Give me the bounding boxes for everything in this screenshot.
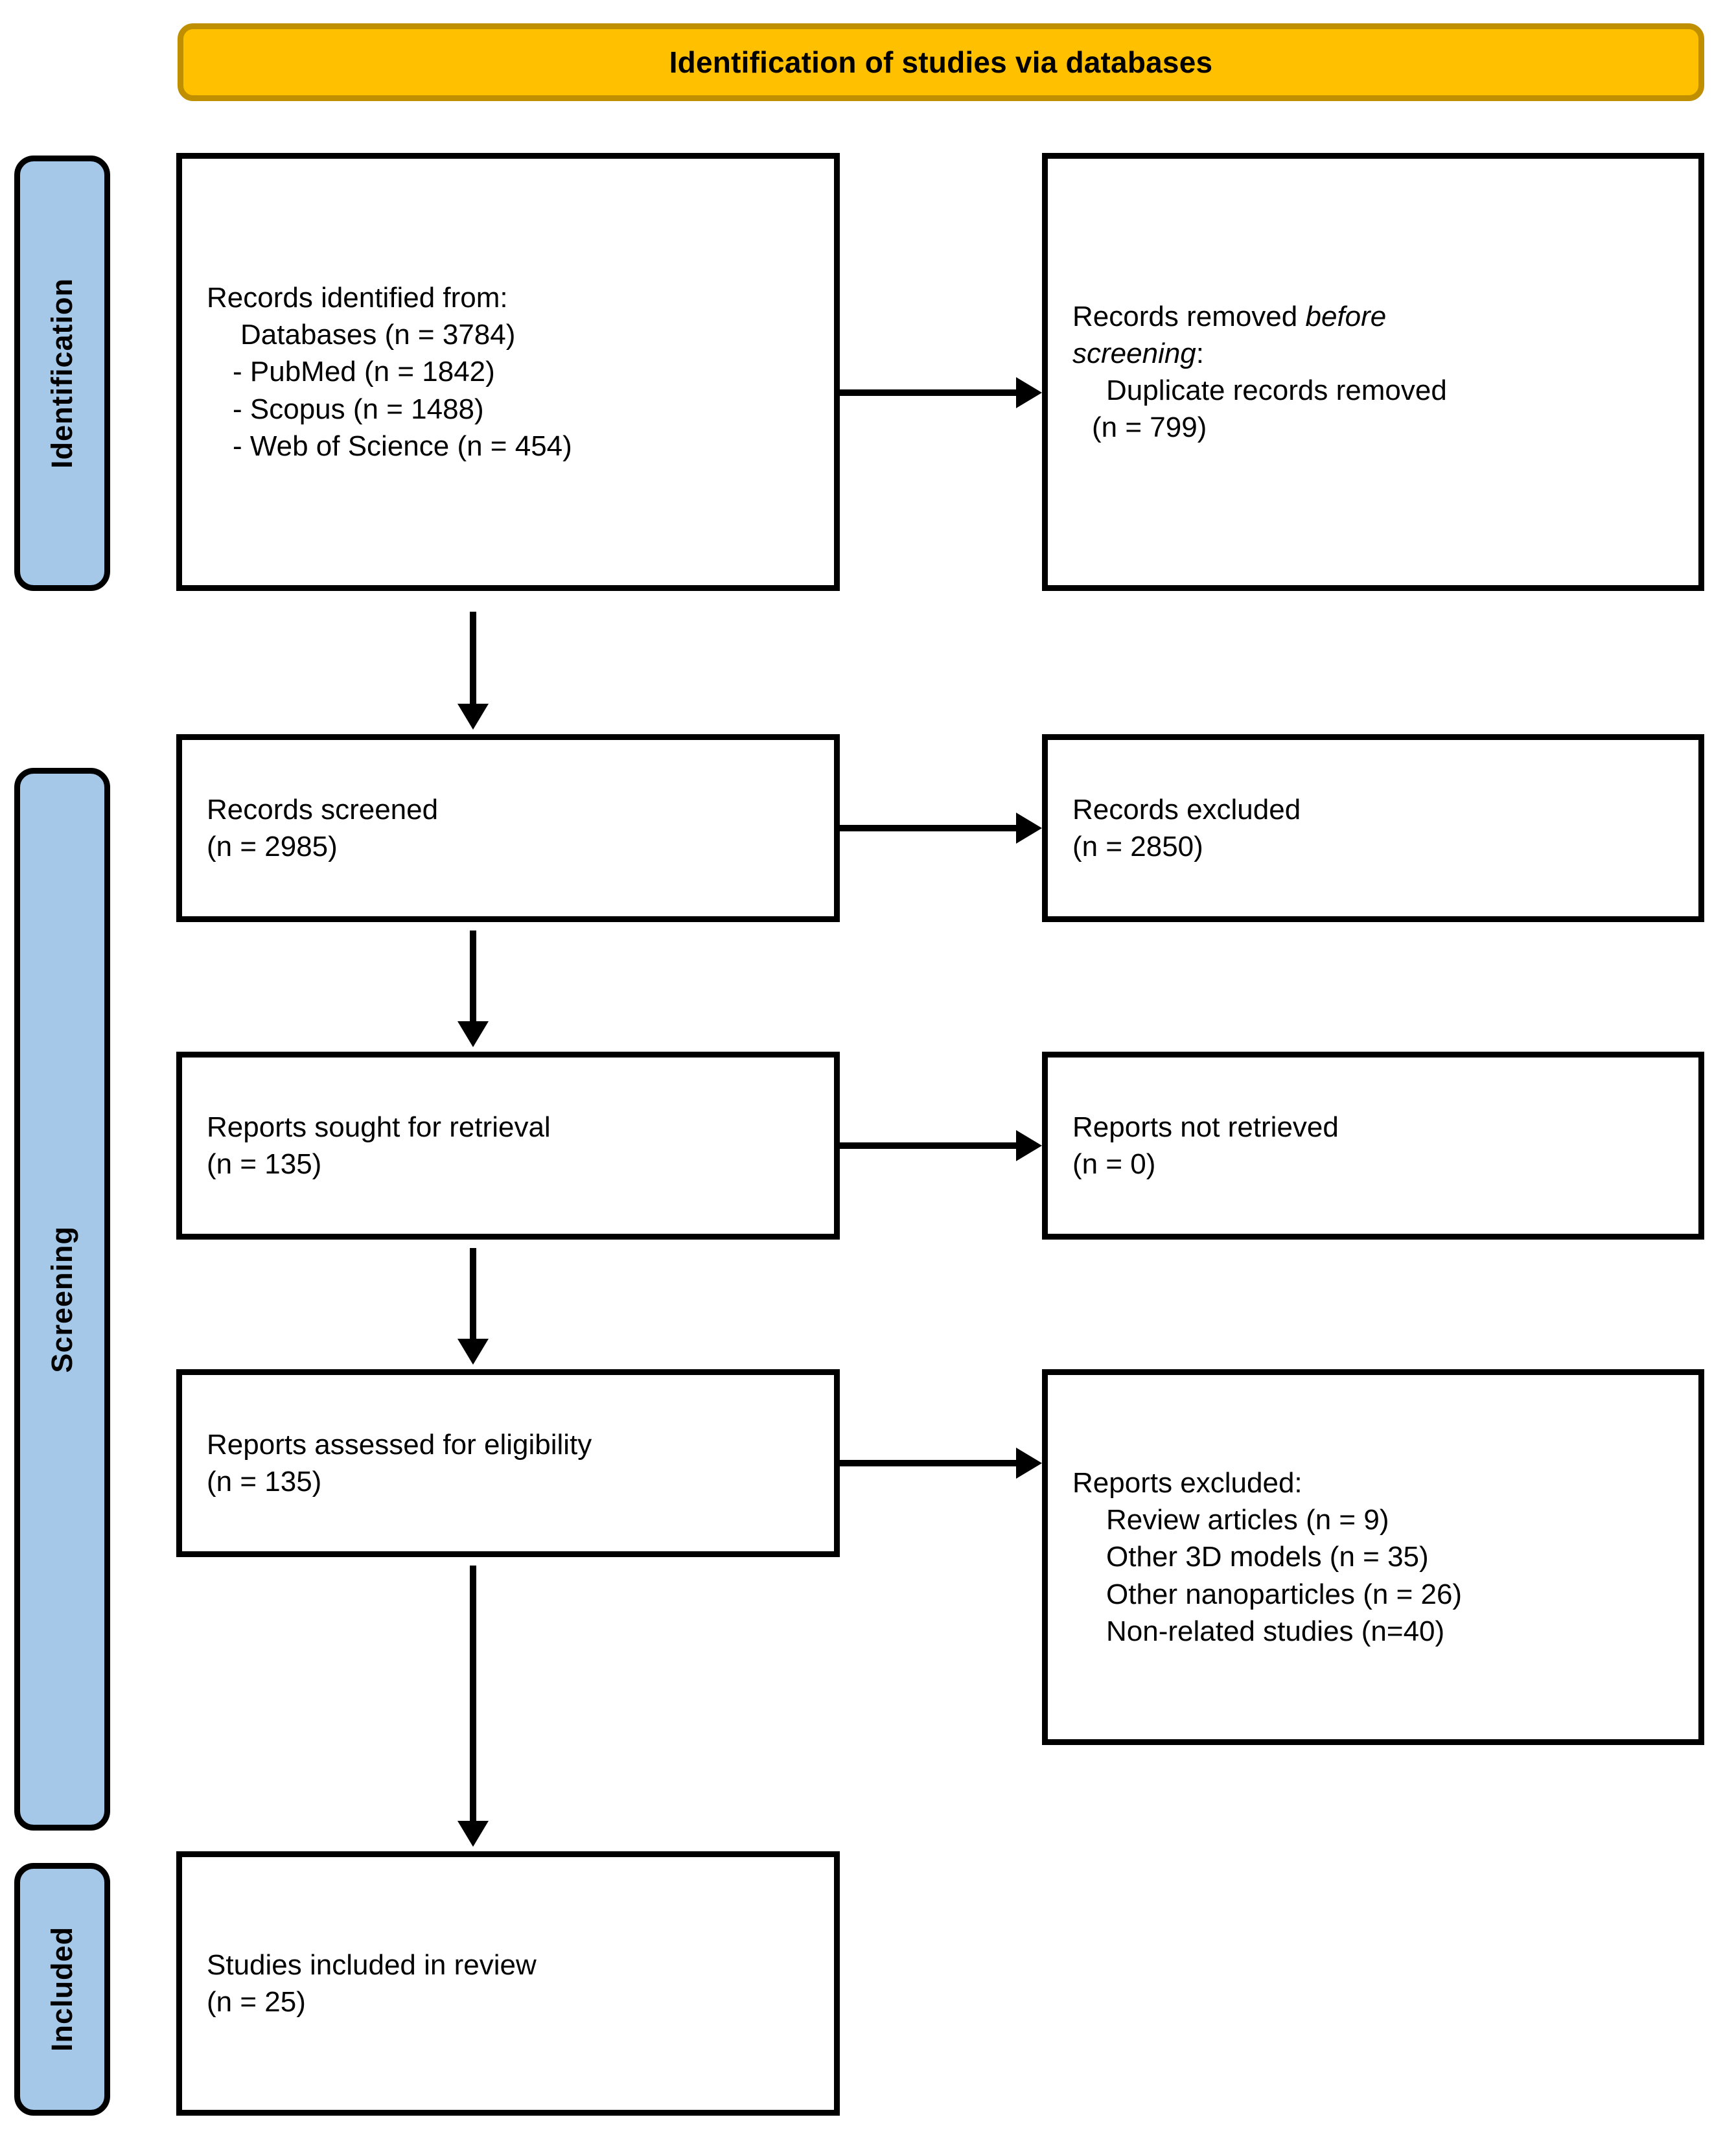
- reports-assessed-label: Reports assessed for eligibility: [207, 1428, 592, 1461]
- arrow-assessed-to-included: [457, 1566, 489, 1847]
- arrow-shaft: [840, 389, 1016, 396]
- reports-assessed-count: (n = 135): [207, 1466, 322, 1497]
- arrow-shaft: [470, 1248, 476, 1339]
- stage-bar-included: Included: [14, 1863, 110, 2116]
- box-records-screened: Records screened (n = 2985): [176, 734, 840, 922]
- records-identified-heading: Records identified from:: [207, 282, 508, 314]
- arrow-screened-to-excluded: [840, 813, 1042, 844]
- reports-excluded-heading: Reports excluded:: [1072, 1467, 1302, 1499]
- arrow-head-right-icon: [1016, 1130, 1042, 1161]
- reports-excluded-reason-review-articles: Review articles (n = 9): [1106, 1504, 1389, 1536]
- identification-header-banner: Identification of studies via databases: [178, 23, 1704, 101]
- stage-label-screening: Screening: [45, 1225, 78, 1373]
- arrow-head-down-icon: [457, 1821, 489, 1847]
- arrow-identified-to-removed: [840, 377, 1042, 408]
- records-excluded-label: Records excluded: [1072, 793, 1301, 826]
- records-removed-colon: :: [1196, 337, 1205, 369]
- reports-excluded-reason-non-related-studies: Non-related studies (n=40): [1106, 1615, 1445, 1647]
- box-reports-not-retrieved: Reports not retrieved (n = 0): [1042, 1052, 1704, 1240]
- arrow-shaft: [840, 825, 1016, 831]
- records-screened-label: Records screened: [207, 793, 439, 826]
- records-removed-line-1: Records removed before: [1072, 298, 1674, 335]
- arrow-shaft: [840, 1142, 1016, 1149]
- reports-not-retrieved-label: Reports not retrieved: [1072, 1111, 1339, 1143]
- arrow-head-down-icon: [457, 1021, 489, 1047]
- arrow-head-right-icon: [1016, 813, 1042, 844]
- records-identified-web-of-science: - Web of Science (n = 454): [233, 430, 572, 462]
- records-identified-databases: Databases (n = 3784): [240, 319, 516, 351]
- studies-included-label: Studies included in review: [207, 1948, 537, 1981]
- records-removed-screening-italic: screening: [1072, 337, 1196, 369]
- reports-sought-count: (n = 135): [207, 1148, 322, 1180]
- arrow-screened-to-sought: [457, 931, 489, 1047]
- arrow-sought-to-assessed: [457, 1248, 489, 1365]
- arrow-sought-to-not-retrieved: [840, 1130, 1042, 1161]
- box-studies-included-in-review: Studies included in review (n = 25): [176, 1851, 840, 2116]
- arrow-head-down-icon: [457, 1339, 489, 1365]
- box-records-identified: Records identified from: Databases (n = …: [176, 153, 840, 591]
- arrow-shaft: [470, 612, 476, 704]
- box-reports-excluded-reasons: Reports excluded: Review articles (n = 9…: [1042, 1369, 1704, 1745]
- reports-excluded-reason-other-nanoparticles: Other nanoparticles (n = 26): [1106, 1578, 1463, 1610]
- arrow-assessed-to-reports-excluded: [840, 1448, 1042, 1479]
- stage-label-included: Included: [45, 1926, 78, 2052]
- box-reports-sought-for-retrieval: Reports sought for retrieval (n = 135): [176, 1052, 840, 1240]
- arrow-head-down-icon: [457, 704, 489, 730]
- records-removed-prefix: Records removed: [1072, 300, 1306, 332]
- box-records-removed-before-screening: Records removed before screening: Duplic…: [1042, 153, 1704, 591]
- duplicate-records-removed: Duplicate records removed: [1106, 375, 1447, 406]
- stage-bar-screening: Screening: [14, 768, 110, 1831]
- records-removed-line-2: screening:: [1072, 335, 1674, 372]
- arrow-identified-to-screened: [457, 612, 489, 730]
- studies-included-count: (n = 25): [207, 1986, 306, 2018]
- box-reports-assessed-for-eligibility: Reports assessed for eligibility (n = 13…: [176, 1369, 840, 1557]
- arrow-shaft: [840, 1460, 1016, 1466]
- reports-not-retrieved-count: (n = 0): [1072, 1148, 1156, 1180]
- records-identified-pubmed: - PubMed (n = 1842): [233, 356, 495, 388]
- records-identified-scopus: - Scopus (n = 1488): [233, 393, 484, 425]
- records-excluded-count: (n = 2850): [1072, 831, 1203, 862]
- arrow-shaft: [470, 1566, 476, 1821]
- header-title: Identification of studies via databases: [669, 45, 1213, 79]
- arrow-head-right-icon: [1016, 377, 1042, 408]
- arrow-head-right-icon: [1016, 1448, 1042, 1479]
- reports-sought-label: Reports sought for retrieval: [207, 1111, 551, 1143]
- records-removed-before-italic: before: [1305, 300, 1387, 332]
- reports-excluded-reason-other-3d-models: Other 3D models (n = 35): [1106, 1541, 1429, 1573]
- stage-label-identification: Identification: [45, 278, 78, 468]
- box-records-excluded: Records excluded (n = 2850): [1042, 734, 1704, 922]
- arrow-shaft: [470, 931, 476, 1021]
- records-screened-count: (n = 2985): [207, 831, 338, 862]
- duplicate-records-removed-count: (n = 799): [1092, 411, 1207, 444]
- stage-bar-identification: Identification: [14, 156, 110, 591]
